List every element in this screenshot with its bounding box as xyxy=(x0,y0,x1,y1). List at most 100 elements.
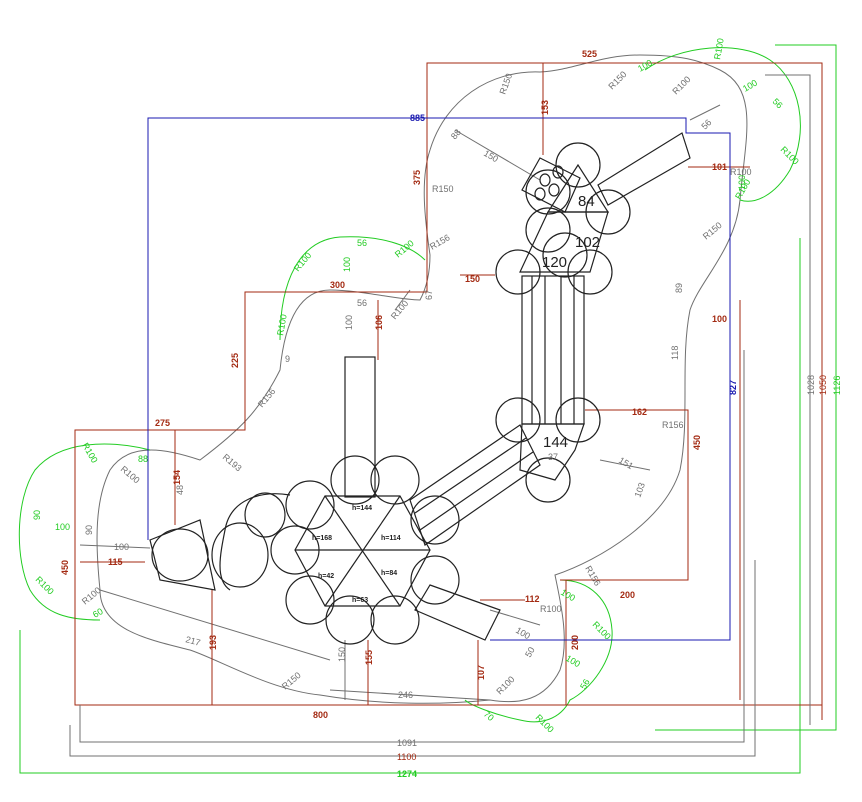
r156-c: R156 xyxy=(583,564,602,588)
dim-1126: 1126 xyxy=(832,376,842,395)
dim-50: 50 xyxy=(523,645,537,659)
dim-155: 155 xyxy=(364,650,374,665)
gr-100-g: 100 xyxy=(737,175,747,190)
gr-r100-h: R100 xyxy=(534,712,556,734)
dim-100-b: 100 xyxy=(344,315,354,330)
gr-r100-d: R100 xyxy=(393,238,416,259)
dim-100-right: 100 xyxy=(712,314,727,324)
gr-70: 70 xyxy=(482,709,496,723)
dim-56-b: 56 xyxy=(699,117,713,131)
dim-118: 118 xyxy=(670,346,680,360)
gr-r100-g: R100 xyxy=(591,619,613,641)
dim-115: 115 xyxy=(108,557,123,567)
height-168: h=168 xyxy=(312,535,332,542)
gr-100-e: 100 xyxy=(564,653,582,669)
dim-153: 153 xyxy=(540,100,550,115)
dim-885: 885 xyxy=(410,113,425,123)
height-63: h=63 xyxy=(352,597,368,604)
gr-60: 60 xyxy=(91,606,105,620)
r156-a: R156 xyxy=(428,232,452,251)
dim-150-tl: 150 xyxy=(482,148,500,164)
r100-c: R100 xyxy=(389,298,410,321)
gr-56-c: 56 xyxy=(578,677,592,691)
gr-90: 90 xyxy=(32,510,42,520)
dim-106: 106 xyxy=(374,315,384,330)
dim-200-a: 200 xyxy=(620,590,635,600)
platform-144: 144 xyxy=(543,434,568,451)
green-labels: 1274 R100 R100 R100 R100 R100 R100 R100 … xyxy=(32,37,801,779)
r150-e: R150 xyxy=(280,670,303,691)
dim-1100: 1100 xyxy=(397,752,416,762)
r150-d: R150 xyxy=(701,220,724,241)
height-144: h=144 xyxy=(352,505,372,512)
dim-800: 800 xyxy=(313,710,328,720)
red-labels: 525 375 153 101 300 150 225 106 275 154 … xyxy=(60,49,727,720)
dim-100-a: 100 xyxy=(114,542,129,552)
dim-1050: 1050 xyxy=(818,375,828,395)
r156-b: R156 xyxy=(662,420,684,430)
dim-300: 300 xyxy=(330,280,345,290)
dim-112: 112 xyxy=(525,594,540,604)
dim-200-b: 200 xyxy=(570,635,580,650)
dim-154: 154 xyxy=(172,470,182,485)
gr-88: 88 xyxy=(138,454,148,464)
gr-r100-c: R100 xyxy=(292,250,313,273)
gr-r100-a: R100 xyxy=(712,37,726,60)
r150-a: R150 xyxy=(497,72,514,96)
r100-f: R100 xyxy=(540,604,562,614)
dim-162: 162 xyxy=(632,407,647,417)
dim-107: 107 xyxy=(476,665,486,680)
play-equipment xyxy=(149,132,691,645)
height-42: h=42 xyxy=(318,573,334,580)
height-84: h=84 xyxy=(381,570,397,577)
platform-120: 120 xyxy=(542,254,567,271)
red-dimension-lines xyxy=(74,62,823,720)
dim-90: 90 xyxy=(84,525,94,535)
r150-b: R150 xyxy=(606,69,628,91)
gr-56-a: 56 xyxy=(357,238,367,248)
dim-37: 37 xyxy=(548,452,558,462)
dim-88: 88 xyxy=(449,127,463,141)
dim-150-mid: 150 xyxy=(465,274,480,284)
dim-1274: 1274 xyxy=(397,769,417,779)
dim-150-b: 150 xyxy=(337,647,347,662)
gr-100-c: 100 xyxy=(342,257,352,272)
gr-100-f: 100 xyxy=(559,587,577,603)
dim-246: 246 xyxy=(398,690,413,700)
dim-56-a: 56 xyxy=(357,298,367,308)
platform-84: 84 xyxy=(578,193,595,210)
blue-labels: 885 827 xyxy=(410,113,738,395)
dim-1091: 1091 xyxy=(397,738,417,748)
gr-r100-b: R100 xyxy=(779,144,801,166)
dim-193: 193 xyxy=(208,635,218,650)
safety-zone-outline xyxy=(79,54,748,704)
dim-101: 101 xyxy=(712,162,727,172)
dim-525: 525 xyxy=(582,49,597,59)
dim-225: 225 xyxy=(230,353,240,368)
r100-b: R100 xyxy=(730,167,752,177)
blue-dimension-lines xyxy=(147,117,731,641)
r100-d: R100 xyxy=(119,464,142,485)
dim-48: 48 xyxy=(175,485,185,495)
r100-g: R100 xyxy=(494,674,516,696)
dim-827: 827 xyxy=(728,380,738,395)
dim-275: 275 xyxy=(155,418,170,428)
r100-a: R100 xyxy=(670,74,692,96)
r150-c: R150 xyxy=(432,184,454,194)
gr-56-b: 56 xyxy=(771,96,785,110)
platform-102: 102 xyxy=(575,234,600,251)
dim-67: 67 xyxy=(424,290,434,300)
r150-left: R156 xyxy=(256,386,277,409)
gr-r100-f: R100 xyxy=(34,574,56,596)
height-114: h=114 xyxy=(381,535,401,542)
dim-450-right: 450 xyxy=(692,435,702,450)
gr-100-b: 100 xyxy=(741,78,759,94)
dim-375: 375 xyxy=(412,170,422,185)
green-outline-group xyxy=(18,44,837,774)
dim-1028: 1028 xyxy=(806,375,816,395)
gr-r100-i: R100 xyxy=(275,313,289,336)
gray-labels: 1091 1100 1028 1050 1126 R150 R150 R150 … xyxy=(80,69,842,762)
dim-217: 217 xyxy=(184,634,201,648)
